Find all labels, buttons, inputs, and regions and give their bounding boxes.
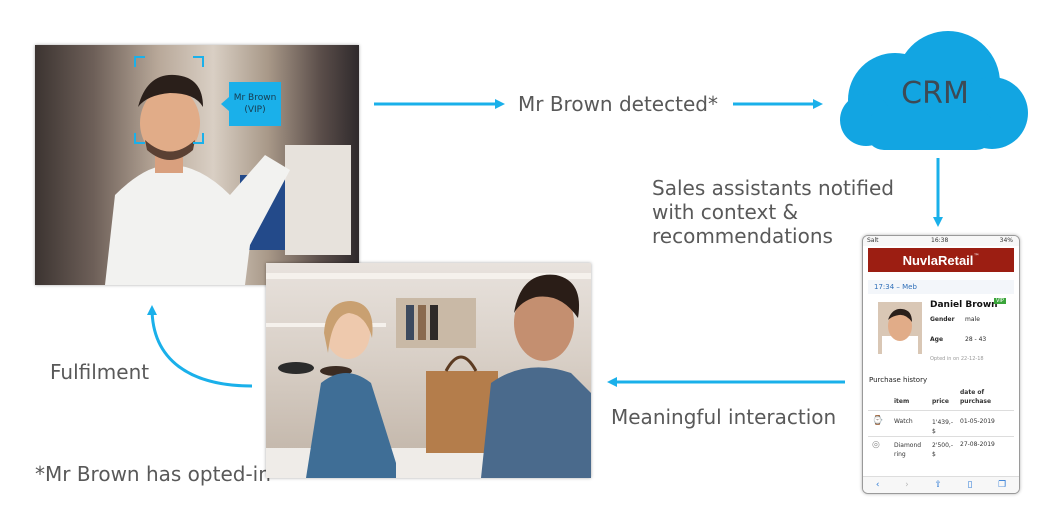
face-tag-status: (VIP) [244,105,266,115]
col-header-price: price [932,398,949,405]
phone-mockup: Salt 16:38 34% NuvlaRetail ™ 17:34 – Meb… [862,235,1020,494]
row-price: 1'439,- $ [932,419,953,435]
table-divider [868,410,1014,411]
age-value: 28 - 43 [965,336,987,343]
notified-label-line1: Sales assistants notified [652,176,894,200]
tabs-icon[interactable]: ❐ [998,480,1007,490]
customer-name: Daniel Brown [930,300,998,310]
fulfilment-label: Fulfilment [50,360,150,384]
back-icon[interactable]: ‹ [875,480,880,490]
notified-label-line2: with context & [652,200,799,224]
status-battery: 34% [999,237,1013,244]
gender-label: Gender [930,316,955,323]
interaction-illustration [266,273,591,478]
cloud-shape [840,31,1028,150]
brand-trademark: ™ [973,252,980,260]
row-date: 01-05-2019 [960,418,995,425]
face-tag-pointer [221,97,229,111]
customer-photo: Mr Brown (VIP) [35,45,359,285]
browser-toolbar: ‹ › ⇧ ▯ ❐ [863,476,1019,493]
watch-icon: ⌚ [872,416,884,426]
interaction-label: Meaningful interaction [611,405,837,429]
interaction-photo [266,263,591,478]
row-date: 27-08-2019 [960,441,995,448]
row-price: 2'500,- $ [932,442,953,458]
forward-icon[interactable]: › [905,480,909,490]
footnote: *Mr Brown has opted-in [35,462,271,486]
arrow-fulfilment-curve [147,305,253,388]
customer-avatar [878,302,922,354]
share-icon[interactable]: ⇧ [934,480,942,490]
brand-banner: NuvlaRetail ™ [868,248,1014,272]
opted-in-date: Opted in on 22-12-18 [930,356,984,362]
status-carrier: Salt [867,237,879,244]
row-item: Watch [894,418,913,425]
table-divider [868,436,1014,437]
face-tag-name: Mr Brown [233,93,277,103]
vip-badge: VIP [994,298,1006,304]
phone-status-bar: Salt 16:38 34% [863,236,1019,246]
customer-card: Daniel Brown VIP Gender male Age 28 - 43… [868,298,1014,376]
face-tag: Mr Brown (VIP) [229,82,281,126]
customer-illustration [105,56,351,285]
brand-logo: NuvlaRetail [902,252,974,268]
detected-label: Mr Brown detected* [518,92,718,116]
bookmarks-icon[interactable]: ▯ [967,480,973,490]
purchase-table: item price date of purchase ⌚ Watch 1'43… [868,388,1014,476]
gender-value: male [965,316,980,323]
ring-icon: ◎ [872,440,880,450]
crm-label: CRM [901,76,969,111]
row-item: Diamond ring [894,442,922,458]
notified-label-line3: recommendations [652,224,833,248]
purchase-history-title: Purchase history [869,376,928,384]
col-header-item: item [894,398,910,405]
status-time: 16:38 [931,237,949,244]
age-label: Age [930,336,944,343]
col-header-date: date of purchase [960,389,992,405]
message-header-link[interactable]: 17:34 – Meb [868,280,1014,294]
